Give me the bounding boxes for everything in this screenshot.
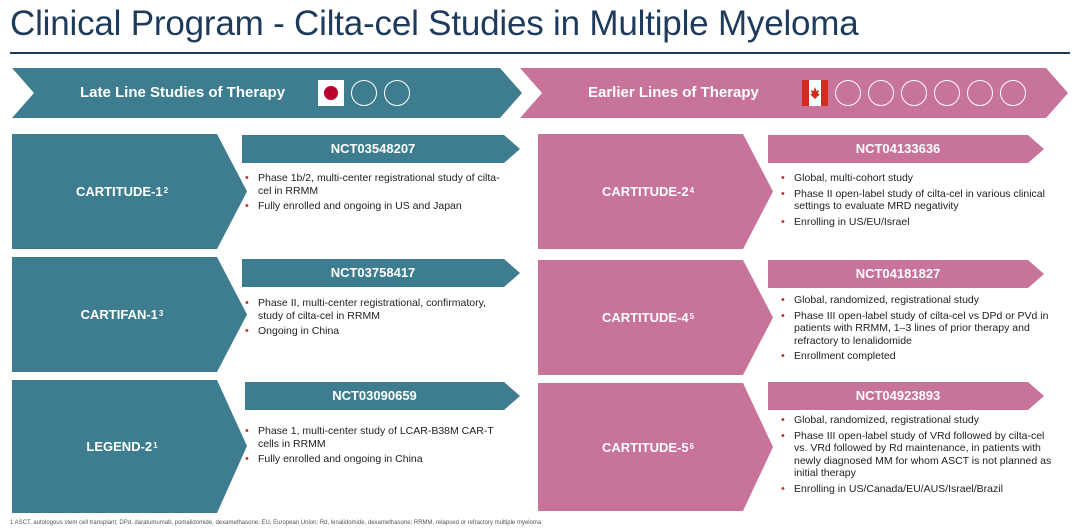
study-chevron [12, 380, 247, 513]
nct-number: NCT03758417 [330, 265, 416, 280]
japan-flag-icon [802, 80, 894, 106]
bullet-item: Fully enrolled and ongoing in US and Jap… [244, 200, 506, 213]
bullet-item: Fully enrolled and ongoing in China [244, 453, 506, 466]
bullet-item: Enrollment completed [780, 350, 1052, 363]
right-banner-shape [520, 68, 1068, 118]
nct-tag: NCT04923893 [768, 382, 1044, 410]
brazil-flag-icon [802, 80, 993, 106]
nct-tag: NCT03758417 [242, 259, 520, 287]
bullet-item: Global, multi-cohort study [780, 172, 1052, 185]
canada-flag-icon [802, 80, 1026, 106]
bullet-item: Enrolling in US/Canada/EU/AUS/Israel/Bra… [780, 483, 1052, 496]
bullet-item: Phase III open-label study of cilta-cel … [780, 310, 1052, 348]
nct-number: NCT03548207 [330, 141, 416, 156]
study-name: CARTITUDE-1 [75, 184, 163, 199]
study-bullets: Phase II, multi-center registrational, c… [244, 297, 506, 341]
study-chevron [538, 134, 773, 249]
left-banner-flags [318, 80, 410, 106]
bullet-item: Phase II open-label study of cilta-cel i… [780, 188, 1052, 213]
left-banner-label: Late Line Studies of Therapy [80, 84, 286, 101]
study-ref: 5 [689, 312, 695, 321]
nct-tag: NCT03548207 [242, 135, 520, 163]
right-banner-label: Earlier Lines of Therapy [588, 84, 759, 101]
title-underline [10, 52, 1070, 54]
nct-number: NCT04923893 [855, 388, 941, 403]
study-name: CARTITUDE-5 [601, 439, 689, 455]
study-ref: 4 [689, 186, 695, 195]
study-name: CARTITUDE-4 [601, 310, 689, 325]
study-bullets: Global, multi-cohort study Phase II open… [780, 172, 1052, 231]
right-banner: Earlier Lines of Therapy [520, 68, 1068, 118]
nct-number: NCT04133636 [855, 141, 941, 156]
china-flag-icon [318, 80, 377, 106]
study-ref: 6 [689, 441, 695, 451]
study-name: CARTITUDE-2 [601, 184, 689, 199]
nct-number: NCT04181827 [855, 266, 941, 281]
left-banner: Late Line Studies of Therapy [12, 68, 522, 118]
study-chevron [12, 134, 247, 249]
bullet-item: Phase II, multi-center registrational, c… [244, 297, 506, 322]
eu-flag-icon [802, 80, 861, 106]
study-bullets: Phase 1, multi-center study of LCAR-B38M… [244, 425, 506, 469]
study-chevron [12, 257, 247, 372]
bullet-item: Ongoing in China [244, 325, 506, 338]
study-chevron [538, 383, 773, 511]
nct-number: NCT03090659 [332, 388, 417, 403]
bullet-item: Phase III open-label study of VRd follow… [780, 430, 1052, 480]
study-ref: 3 [158, 309, 164, 318]
bullet-item: Phase 1, multi-center study of LCAR-B38M… [244, 425, 506, 450]
footnote: 1 ASCT, autologous stem cell transplant;… [10, 520, 542, 526]
nct-tag: NCT04181827 [768, 260, 1044, 288]
study-chevron [538, 260, 773, 375]
study-bullets: Global, randomized, registrational study… [780, 414, 1052, 498]
nct-tag: NCT04133636 [768, 135, 1044, 163]
study-bullets: Phase 1b/2, multi-center registrational … [244, 172, 506, 216]
study-ref: 1 [153, 441, 158, 450]
page-title: Clinical Program - Cilta-cel Studies in … [10, 4, 859, 43]
study-ref: 2 [163, 186, 169, 195]
bullet-item: Phase 1b/2, multi-center registrational … [244, 172, 506, 197]
bullet-item: Global, randomized, registrational study [780, 414, 1052, 427]
nct-tag: NCT03090659 [245, 382, 520, 410]
israel-flag-icon [802, 80, 960, 106]
japan-flag-icon [318, 80, 410, 106]
study-name: CARTIFAN-1 [80, 307, 158, 322]
study-name: LEGEND-2 [86, 439, 153, 454]
bullet-item: Global, randomized, registrational study [780, 294, 1052, 307]
right-banner-flags [802, 80, 1026, 106]
australia-flag-icon [802, 80, 927, 106]
bullet-item: Enrolling in US/EU/Israel [780, 216, 1052, 229]
study-bullets: Global, randomized, registrational study… [780, 294, 1052, 366]
